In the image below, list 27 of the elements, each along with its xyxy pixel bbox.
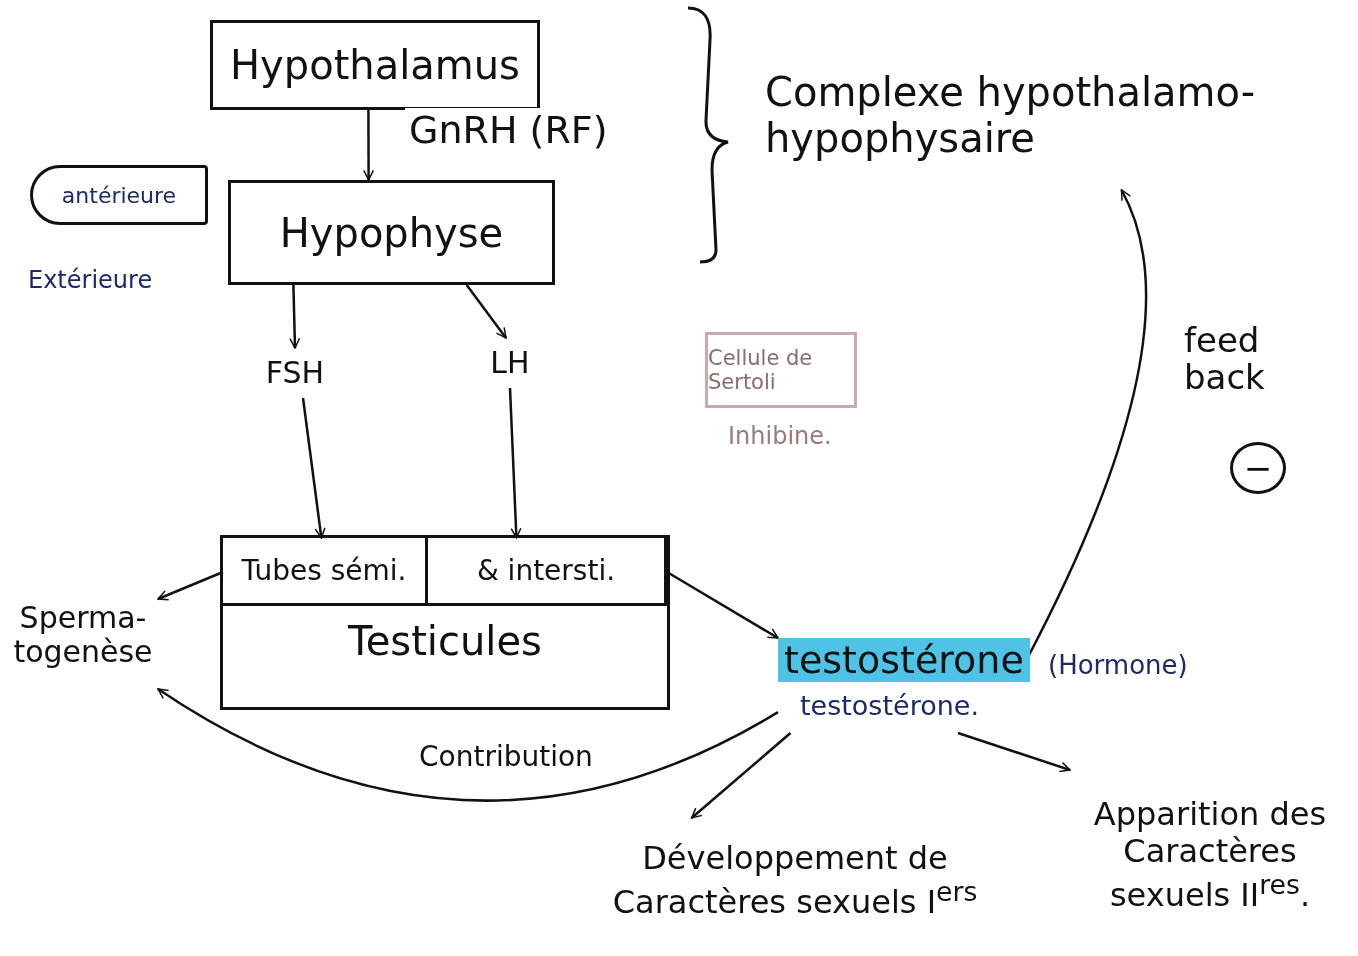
arrow [465, 284, 507, 339]
effect-label: Apparition des Caractères sexuels II$^{res}$. [1070, 770, 1350, 940]
box-label: Testicules [348, 618, 542, 664]
arrow [690, 732, 792, 819]
hormone-label: FSH [255, 348, 335, 398]
hormone-label: testostérone [778, 638, 1030, 682]
effect-label: Développement de Caractères sexuels I$^{ers}$ [560, 818, 1030, 943]
arrow [957, 731, 1071, 773]
hormone-label: LH [470, 338, 550, 388]
arrow [301, 397, 326, 539]
cell-box: Cellule de Sertoli [705, 332, 857, 408]
arrow [157, 687, 779, 802]
note-label: (Hormone) [1048, 650, 1188, 680]
process-label: Sperma- togenèse [8, 575, 158, 695]
compartment-box: & intersti. [428, 538, 667, 606]
lobe-box: antérieure [30, 165, 208, 225]
compartment-box: Tubes sémi. [223, 538, 428, 606]
organ-box: Hypophyse [228, 180, 555, 285]
note-label: Inhibine. [728, 422, 832, 450]
inhibition-sign: − [1230, 442, 1286, 494]
organ-box [220, 535, 670, 710]
arrow [508, 387, 522, 539]
handwritten-note: testostérone. [800, 690, 979, 721]
arrow [289, 284, 301, 349]
note-label: Extérieure [28, 266, 153, 294]
arrow [363, 110, 375, 181]
complex-label: Complexe hypothalamo-hypophysaire [765, 40, 1340, 190]
